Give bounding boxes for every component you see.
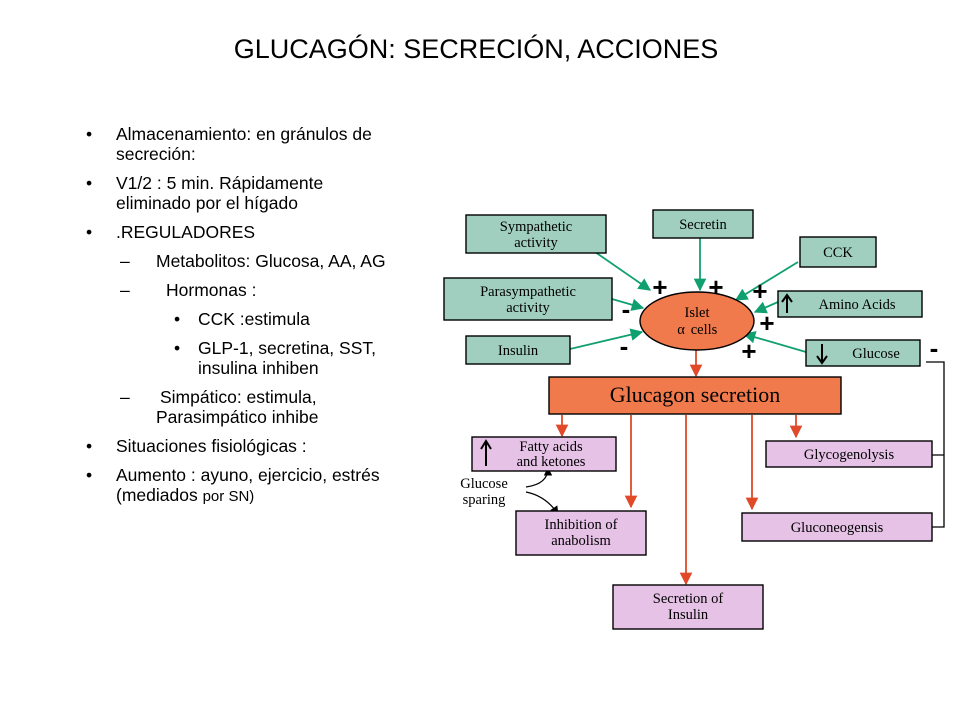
bullet-text-small: por SN)	[202, 488, 255, 505]
bullet-dot: •	[174, 309, 181, 329]
box-glucose: Glucose	[805, 339, 921, 367]
subbullet-metabolites: – Metabolitos: Glucosa, AA, AG	[86, 251, 386, 271]
bullet-regulators: • .REGULADORES	[86, 222, 386, 242]
box-sympathetic-line2: activity	[514, 235, 558, 251]
bullet-dot: •	[174, 338, 181, 358]
glucose-sparing-label: Glucose sparing	[460, 476, 508, 508]
secretion-insulin-line2: Insulin	[668, 607, 709, 623]
box-sympathetic: Sympathetic activity	[465, 214, 607, 254]
bullet-text: Simpático: estimula, Parasimpático inhib…	[156, 387, 319, 427]
bullet-text: .REGULADORES	[116, 222, 256, 242]
box-glucose-label: Glucose	[852, 346, 900, 362]
bullet-list: • Almacenamiento: en gránulos de secreció…	[86, 124, 386, 516]
slide-title: GLUCAGÓN: SECRECIÓN, ACCIONES	[233, 34, 719, 64]
box-cck: CCK	[799, 236, 877, 268]
inhibition-line1: Inhibition of	[545, 517, 618, 533]
plus-sign-secretin: +	[708, 272, 723, 302]
box-parasympathetic: Parasympathetic activity	[443, 277, 613, 321]
box-amino-acids: Amino Acids	[777, 290, 923, 318]
inhibition-line2: anabolism	[551, 533, 611, 549]
arrow-cck	[734, 261, 799, 301]
fatty-line2: and ketones	[517, 454, 586, 470]
bullet-text: GLP-1, secretina, SST, insulina inhiben	[198, 338, 376, 378]
bullet-text: V1/2 : 5 min. Rápidamente eliminado por …	[116, 173, 324, 213]
bullet-dot: •	[86, 436, 93, 456]
arrow-insulin	[569, 328, 644, 350]
up-arrow-icon	[480, 439, 492, 466]
plus-sign-cck: +	[752, 276, 767, 306]
arrow-parasym	[611, 298, 645, 311]
bullet-text: Situaciones fisiológicas :	[116, 436, 307, 456]
alpha-symbol: α	[677, 322, 685, 338]
box-gluconeogenesis: Gluconeogensis	[741, 512, 933, 542]
box-fatty-acids: Fatty acids and ketones	[471, 436, 617, 472]
box-inhibition-anabolism: Inhibition of anabolism	[515, 510, 647, 556]
bullet-storage: • Almacenamiento: en gránulos de secreció…	[86, 124, 386, 164]
bullet-dot: •	[86, 465, 93, 485]
feedback-line	[926, 361, 945, 528]
bullet-dash: –	[120, 251, 130, 271]
bullet-text: Hormonas :	[166, 280, 257, 300]
bullet-text: Aumento : ayuno, ejercicio, estrés (medi…	[116, 465, 380, 505]
gluconeogenesis-label: Gluconeogensis	[791, 520, 884, 536]
plus-sign-amino: +	[759, 308, 774, 338]
bullet-dash: –	[120, 387, 130, 407]
subbullet-sympathetic: – Simpático: estimula, Parasimpático inhi…	[86, 387, 386, 427]
plus-sign-sympathetic: +	[652, 272, 667, 302]
fatty-line1: Fatty acids	[519, 439, 583, 455]
bullet-text: Almacenamiento: en gránulos de secreción…	[116, 124, 372, 164]
subsubbullet-cck: • CCK :estimula	[86, 309, 386, 329]
box-sympathetic-line1: Sympathetic	[500, 219, 573, 235]
secretion-insulin-line1: Secretion of	[653, 591, 724, 607]
box-amino-label: Amino Acids	[819, 297, 896, 313]
glycogenolysis-label: Glycogenolysis	[804, 447, 895, 463]
islet-line2: cells	[691, 322, 718, 338]
subbullet-hormones: – Hormonas :	[86, 280, 386, 300]
plus-sign-glucose: +	[741, 336, 756, 366]
bullet-situations: • Situaciones fisiológicas :	[86, 436, 386, 456]
arrow-amino	[753, 301, 779, 314]
glucagon-secretion-label: Glucagon secretion	[610, 382, 780, 407]
bullet-dot: •	[86, 222, 93, 242]
down-arrow-icon	[816, 344, 828, 365]
box-secretin: Secretin	[652, 209, 754, 239]
up-arrow-icon	[781, 293, 793, 313]
arrow-glucose	[742, 331, 807, 353]
box-secretin-label: Secretin	[679, 217, 727, 233]
bullet-text: CCK :estimula	[198, 309, 310, 329]
minus-sign-parasym: -	[622, 294, 631, 324]
subsubbullet-glp1: • GLP-1, secretina, SST, insulina inhiben	[86, 338, 386, 378]
box-parasym-line1: Parasympathetic	[480, 284, 576, 300]
islet-alpha-cells: Islet α cells	[639, 291, 755, 351]
box-secretion-insulin: Secretion of Insulin	[612, 584, 764, 630]
box-insulin: Insulin	[465, 335, 571, 365]
bullet-text: Metabolitos: Glucosa, AA, AG	[156, 251, 386, 271]
islet-line1: Islet	[685, 305, 710, 321]
glucose-sparing-line1: Glucose	[460, 476, 508, 492]
bullet-half-life: • V1/2 : 5 min. Rápidamente eliminado por…	[86, 173, 386, 213]
box-cck-label: CCK	[823, 245, 853, 261]
bullet-increase: • Aumento : ayuno, ejercicio, estrés (med…	[86, 465, 386, 507]
bullet-dot: •	[86, 173, 93, 193]
bullet-dash: –	[120, 280, 130, 300]
bullet-dot: •	[86, 124, 93, 144]
box-insulin-label: Insulin	[498, 343, 539, 359]
box-glucagon-secretion: Glucagon secretion	[548, 376, 842, 415]
box-glycogenolysis: Glycogenolysis	[765, 440, 933, 468]
minus-sign-insulin: -	[620, 331, 629, 361]
glucose-sparing-line2: sparing	[463, 492, 506, 508]
box-parasym-line2: activity	[506, 300, 550, 316]
minus-sign-feedback: -	[930, 333, 939, 363]
